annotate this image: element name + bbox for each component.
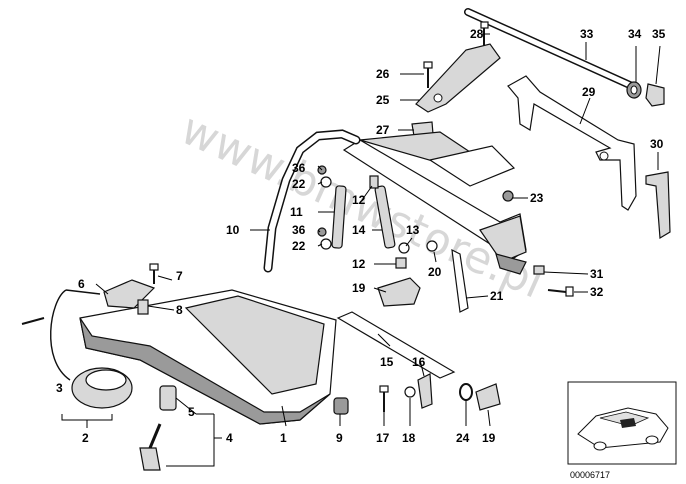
callout-18: 18: [402, 431, 416, 445]
bracket-30: [645, 171, 671, 240]
callout-5: 5: [188, 405, 195, 419]
callout-26: 26: [376, 67, 390, 81]
lock-cylinder-5: [159, 385, 177, 411]
callout-16: 16: [412, 355, 426, 369]
screw-28: [480, 21, 489, 46]
callout-15: 15: [380, 355, 394, 369]
callout-10: 10: [226, 223, 240, 237]
strut-11: [331, 185, 347, 249]
callout-4: 4: [226, 431, 233, 445]
figure-id: 00006717: [570, 470, 610, 480]
screw-7: [149, 263, 159, 284]
bumper-9: [333, 397, 349, 415]
key-4: [139, 423, 162, 471]
clip-31: [533, 265, 545, 275]
cap-35: [645, 83, 665, 107]
bracket-19-lower: [475, 383, 501, 411]
handle-2: [71, 367, 133, 409]
nut-36-lower: [317, 227, 327, 237]
callout-35: 35: [652, 27, 666, 41]
callout-12-upper: 12: [352, 193, 366, 207]
callout-29: 29: [582, 85, 596, 99]
callout-33: 33: [580, 27, 594, 41]
callout-22-upper: 22: [292, 177, 306, 191]
callout-19-lower: 19: [482, 431, 496, 445]
callout-36-upper: 36: [292, 161, 306, 175]
callout-32: 32: [590, 285, 604, 299]
callout-6: 6: [78, 277, 85, 291]
leader-lines: [61, 33, 661, 467]
callout-3: 3: [56, 381, 63, 395]
callout-30: 30: [650, 137, 664, 151]
callout-23: 23: [530, 191, 544, 205]
bracket-29: [507, 75, 637, 211]
callout-1: 1: [280, 431, 287, 445]
main-carrier: [342, 131, 527, 275]
callout-14: 14: [352, 223, 366, 237]
cable-3: [21, 289, 101, 381]
callout-27: 27: [376, 123, 390, 137]
screw-20: [426, 240, 438, 252]
tube-10: [263, 129, 361, 273]
callout-31: 31: [590, 267, 604, 281]
callout-12-lower: 12: [352, 257, 366, 271]
strut-14: [374, 185, 396, 249]
callout-34: 34: [628, 27, 642, 41]
callout-9: 9: [336, 431, 343, 445]
spring-24: [459, 383, 473, 401]
callout-28: 28: [470, 27, 484, 41]
lock-6: [103, 279, 156, 309]
callout-11: 11: [290, 205, 303, 219]
screw-32: [547, 286, 574, 297]
washer-18: [404, 386, 416, 398]
pin-8: [137, 299, 149, 315]
callout-2: 2: [82, 431, 89, 445]
screw-26: [423, 61, 433, 88]
lever-16: [417, 373, 433, 409]
screw-17: [379, 385, 389, 412]
vehicle-thumbnail: 00006717: [567, 381, 677, 480]
callout-25: 25: [376, 93, 390, 107]
callout-17: 17: [376, 431, 390, 445]
callout-22-lower: 22: [292, 239, 306, 253]
washer-22-lower: [320, 238, 332, 250]
latch-rod-15: [336, 311, 456, 379]
bracket-25: [415, 43, 501, 113]
callout-21: 21: [490, 289, 504, 303]
callout-19-upper: 19: [352, 281, 366, 295]
clip-12-upper: [369, 175, 379, 189]
callout-7: 7: [176, 269, 183, 283]
callout-13: 13: [406, 223, 420, 237]
glovebox-1: [79, 289, 337, 425]
callout-labels: 1 2 3 4 5 6 7 8 9 10 11 12 12 13 14 15 1…: [56, 27, 666, 445]
bracket-19-upper: [377, 277, 421, 307]
washer-22-upper: [320, 176, 332, 188]
callout-24: 24: [456, 431, 470, 445]
rod-33: [464, 8, 636, 90]
clip-12-lower: [395, 257, 407, 269]
callout-20: 20: [428, 265, 442, 279]
callout-36-lower: 36: [292, 223, 306, 237]
washer-34: [626, 81, 642, 99]
callout-8: 8: [176, 303, 183, 317]
nut-23: [502, 190, 514, 202]
lever-21: [451, 248, 469, 313]
